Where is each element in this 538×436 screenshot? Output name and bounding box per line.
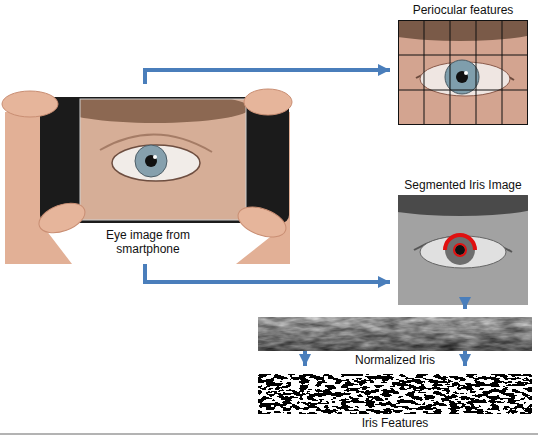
flow-arrow [145, 264, 390, 282]
iris-code [258, 374, 532, 414]
smartphone-photo [2, 89, 292, 264]
right-thumb [234, 201, 290, 243]
grid-line [502, 20, 503, 125]
panel-label: Iris Features [362, 416, 429, 430]
strip-shade [258, 317, 532, 351]
flow-arrow [463, 351, 467, 366]
periocular-image [398, 20, 528, 125]
flow-arrow [303, 351, 307, 366]
panel-label: Periocular features [413, 3, 514, 17]
pupil [455, 245, 465, 255]
highlight [153, 155, 157, 159]
right-finger [244, 89, 292, 115]
flow-arrow [145, 70, 390, 84]
eyebrow [80, 99, 246, 123]
grid-line [424, 20, 425, 125]
phone-screen [80, 99, 246, 220]
image-panel: Segmented Iris Image [398, 195, 528, 305]
sclera [112, 145, 200, 181]
grid-lines [398, 20, 528, 125]
left-finger [2, 91, 58, 117]
segmented-image [398, 195, 528, 305]
bottom-rule [0, 433, 538, 435]
normalized-strip [258, 317, 532, 351]
sclera [420, 236, 506, 268]
iris-texture [258, 317, 532, 351]
image-panel: Periocular features [398, 20, 528, 125]
strip-panel: Iris Features [258, 374, 532, 414]
screen-edge [80, 99, 246, 220]
strip-panel: Normalized Iris [258, 317, 532, 351]
photo-panel: Eye image from smartphone [5, 84, 290, 264]
eyebrow [398, 195, 528, 216]
flow-arrow [463, 305, 467, 309]
panel-label: Normalized Iris [355, 353, 435, 367]
iris [445, 235, 475, 265]
pupil [456, 71, 468, 83]
grid-line [450, 20, 451, 125]
image-caption: Eye image from smartphone [93, 228, 203, 256]
grid-line [476, 20, 477, 125]
grid-line [398, 55, 528, 56]
panel-label: Segmented Iris Image [404, 178, 521, 192]
iris [135, 145, 167, 177]
highlight [464, 71, 468, 75]
grid-border [399, 21, 528, 125]
grid-line [398, 90, 528, 91]
pupil-boundary [454, 244, 466, 256]
left-thumb [35, 198, 89, 239]
pupil [145, 155, 157, 167]
eyebrow [398, 20, 528, 41]
iris-boundary [445, 235, 475, 250]
